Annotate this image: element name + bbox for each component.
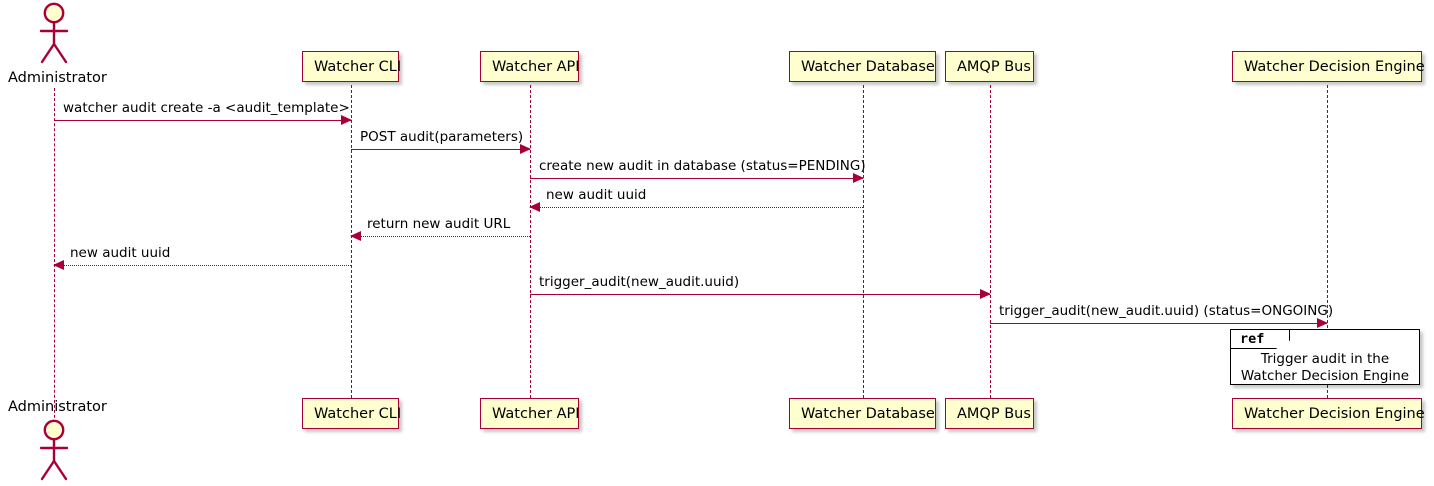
arrowhead-right-icon — [853, 173, 864, 183]
arrowhead-left-icon — [53, 260, 64, 270]
ref-fragment-line-1: Trigger audit in the — [1260, 351, 1390, 367]
ref-fragment-tab-label: ref — [1231, 330, 1290, 349]
arrowhead-right-icon — [980, 289, 991, 299]
participant-watcher-api-bottom[interactable]: Watcher API — [480, 398, 580, 429]
message-line — [530, 207, 863, 208]
arrowhead-right-icon — [520, 144, 531, 154]
participant-watcher-decision-engine-bottom[interactable]: Watcher Decision Engine — [1232, 398, 1425, 429]
actor-icon-administrator-top — [31, 2, 77, 64]
message-label: new audit uuid — [70, 245, 171, 261]
message-line — [530, 294, 990, 295]
message-line — [351, 149, 530, 150]
actor-label-administrator-top: Administrator — [8, 70, 107, 86]
participant-amqp-bus-bottom[interactable]: AMQP Bus — [945, 398, 1034, 429]
message-line — [54, 120, 351, 121]
participant-watcher-database-top[interactable]: Watcher Database — [789, 51, 936, 82]
ref-fragment-body: Trigger audit in the Watcher Decision En… — [1231, 351, 1419, 385]
message-line — [351, 236, 530, 237]
ref-fragment-line-2: Watcher Decision Engine — [1240, 368, 1410, 384]
message-label: create new audit in database (status=PEN… — [539, 158, 866, 174]
message-label: watcher audit create -a <audit_template> — [63, 100, 350, 116]
participant-watcher-cli-top[interactable]: Watcher CLI — [302, 51, 401, 82]
lifeline-watcher-cli — [351, 85, 352, 398]
message-label: new audit uuid — [546, 187, 647, 203]
participant-watcher-api-top[interactable]: Watcher API — [480, 51, 580, 82]
participant-watcher-cli-bottom[interactable]: Watcher CLI — [302, 398, 401, 429]
actor-label-administrator-bottom: Administrator — [8, 399, 107, 415]
message-label: trigger_audit(new_audit.uuid) — [539, 274, 740, 290]
message-line — [530, 178, 863, 179]
participant-watcher-database-bottom[interactable]: Watcher Database — [789, 398, 936, 429]
ref-fragment-trigger-audit: ref Trigger audit in the Watcher Decisio… — [1230, 329, 1420, 385]
arrowhead-right-icon — [341, 115, 352, 125]
participant-watcher-decision-engine-top[interactable]: Watcher Decision Engine — [1232, 51, 1425, 82]
participant-amqp-bus-top[interactable]: AMQP Bus — [945, 51, 1034, 82]
lifeline-amqp-bus — [990, 85, 991, 398]
message-line — [54, 265, 351, 266]
message-label: return new audit URL — [367, 216, 511, 232]
arrowhead-left-icon — [350, 231, 361, 241]
lifeline-watcher-decision-engine — [1327, 85, 1328, 398]
message-line — [990, 323, 1327, 324]
arrowhead-left-icon — [529, 202, 540, 212]
message-label: POST audit(parameters) — [360, 129, 524, 145]
arrowhead-right-icon — [1317, 318, 1328, 328]
lifeline-watcher-api — [530, 85, 531, 398]
message-label: trigger_audit(new_audit.uuid) (status=ON… — [999, 303, 1334, 319]
lifeline-watcher-database — [863, 85, 864, 398]
actor-icon-administrator-bottom — [31, 419, 77, 481]
